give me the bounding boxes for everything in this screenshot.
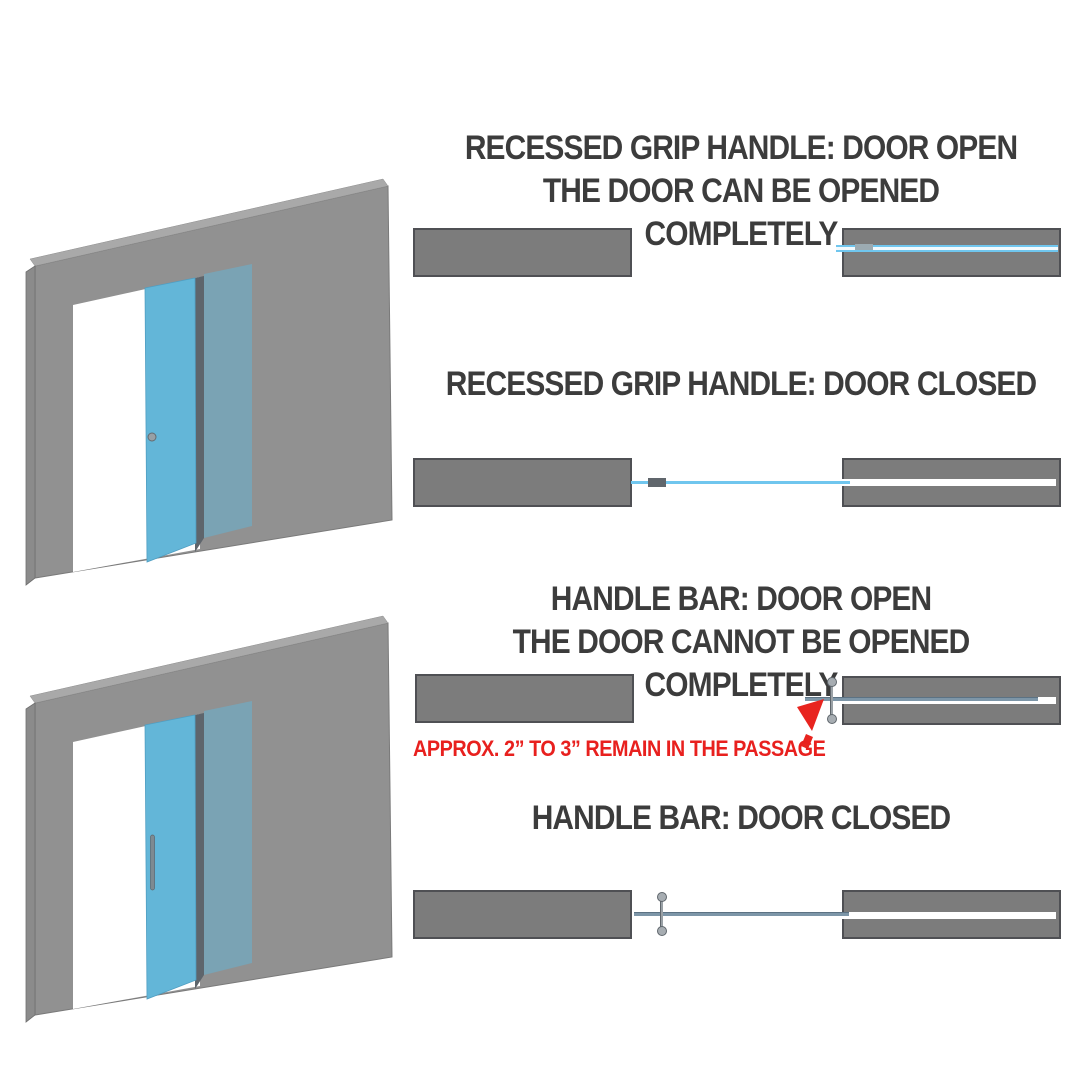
plan-right-wall-pocket <box>842 228 1061 277</box>
plan-door-line <box>631 481 850 484</box>
plan-left-wall <box>413 890 632 939</box>
pocket-jamb <box>195 276 204 552</box>
plan-handle-bar <box>827 677 837 724</box>
section-title-bar-closed: HANDLE BAR: DOOR CLOSED <box>445 797 1036 840</box>
section-title-line: RECESSED GRIP HANDLE: DOOR CLOSED <box>445 365 1037 403</box>
plan-pocket-slot <box>841 479 1056 486</box>
plan-door-line <box>805 697 1038 701</box>
plan-handle-bar <box>657 892 667 936</box>
section-title-line: HANDLE BAR: DOOR OPEN <box>550 580 932 618</box>
handle-bar-icon <box>150 834 155 891</box>
pocket-jamb <box>195 713 204 989</box>
section-title-line: THE DOOR CAN BE OPENED COMPLETELY <box>542 172 940 253</box>
pocket-door-panel <box>204 264 252 538</box>
door-illustration-recessed-grip <box>25 178 393 586</box>
plan-left-wall <box>415 674 634 723</box>
plan-recessed-grip <box>648 478 666 487</box>
recessed-grip-dot-icon <box>147 432 157 442</box>
handle-bar-knob <box>827 714 837 724</box>
pocket-door-panel <box>204 701 252 975</box>
plan-recessed-grip <box>855 244 873 250</box>
handle-bar-knob <box>657 892 667 902</box>
wall-side-face <box>25 702 36 1023</box>
handle-bar-stem <box>830 681 833 720</box>
door-panel <box>144 714 197 1000</box>
door-core <box>836 247 1058 250</box>
section-title-line: RECESSED GRIP HANDLE: DOOR OPEN <box>464 129 1018 167</box>
red-click-cursor-icon <box>797 699 824 749</box>
door-edge-line <box>836 245 1058 247</box>
plan-door-line <box>634 912 849 916</box>
door-edge-line <box>836 250 1058 252</box>
section-title-recessed-closed: RECESSED GRIP HANDLE: DOOR CLOSED <box>445 363 1037 406</box>
section-title-recessed-open: RECESSED GRIP HANDLE: DOOR OPEN THE DOOR… <box>445 127 1036 256</box>
door-illustration-handle-bar <box>25 615 393 1023</box>
wall-side-face <box>25 265 36 586</box>
handle-bar-knob <box>827 677 837 687</box>
plan-pocket-slot <box>841 912 1056 919</box>
handle-bar-stem <box>660 896 663 932</box>
wall-top-bevel <box>29 615 389 704</box>
plan-left-wall <box>413 458 632 507</box>
section-title-line: HANDLE BAR: DOOR CLOSED <box>531 799 951 837</box>
handle-bar-knob <box>657 926 667 936</box>
door-panel <box>144 277 197 563</box>
plan-left-wall <box>413 228 632 277</box>
passage-note: APPROX. 2” TO 3” REMAIN IN THE PASSAGE <box>413 736 826 761</box>
plan-door-in-pocket <box>836 245 1058 252</box>
wall-top-bevel <box>29 178 389 267</box>
